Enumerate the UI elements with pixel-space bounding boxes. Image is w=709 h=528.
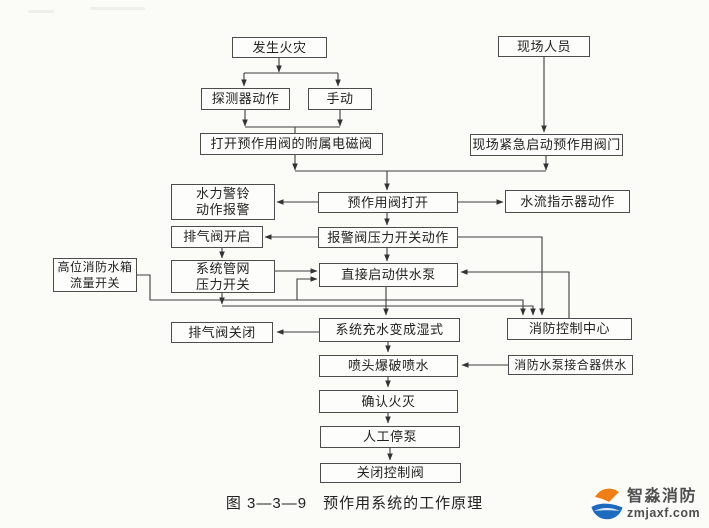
node-fire-control-center: 消防控制中心 [507,318,632,340]
logo-white-wave [594,508,620,511]
figure-caption: 图 3—3—9 预作用系统的工作原理 [225,495,484,512]
node-alarm-valve-pressure-switch: 报警阀压力开关动作 [318,227,458,248]
node-preaction-valve-open: 预作用阀打开 [318,192,458,213]
node-confirm-fire-extinguished: 确认火灭 [319,390,458,413]
node-detector-action: 探测器动作 [201,88,290,110]
node-pump-adapter-supply: 消防水泵接合器供水 [508,355,633,375]
node-system-fill-wet: 系统充水变成湿式 [319,318,460,342]
watermark-url-text: zmjaxf.com [627,505,701,520]
node-pipe-network-pressure-switch: 系统管网 压力开关 [171,260,275,293]
scan-artifact [90,7,145,10]
watermark-brand-text: 智淼消防 [627,487,698,505]
node-close-control-valve: 关闭控制阀 [320,463,461,483]
node-water-flow-indicator: 水流指示器动作 [505,190,630,213]
node-sprinkler-burst-spray: 喷头爆破喷水 [319,355,458,377]
node-site-emergency-start: 现场紧急启动预作用阀门 [470,134,623,156]
edge-controlcenter-to-pump [460,269,570,318]
node-manual: 手动 [308,88,372,110]
node-direct-start-pump: 直接启动供水泵 [319,263,458,287]
node-open-solenoid-valve: 打开预作用阀的附属电磁阀 [200,133,383,155]
node-site-personnel: 现场人员 [498,36,590,57]
watermark: 智淼消防 zmjaxf.com [590,487,700,521]
brand-logo-icon [591,488,623,520]
edge-alarmswitch-to-controlcenter [458,236,545,316]
node-tank-flow-switch: 高位消防水箱 流量开关 [53,258,137,292]
edge-networkline-to-controlcenter [222,305,536,316]
edge-tankswitch-to-controlcenter [137,274,526,316]
node-manual-stop-pump: 人工停泵 [320,426,460,448]
node-hydraulic-alarm-bell: 水力警铃 动作报警 [171,184,275,220]
logo-blue-wave [591,503,623,520]
node-exhaust-valve-close: 排气阀关闭 [171,322,273,343]
scan-artifact [28,10,54,13]
edge-tankline-to-pump [296,276,318,300]
logo-orange-swoosh [595,488,619,502]
node-exhaust-valve-open: 排气阀开启 [171,226,263,248]
node-fire-occurs: 发生火灾 [232,37,327,58]
